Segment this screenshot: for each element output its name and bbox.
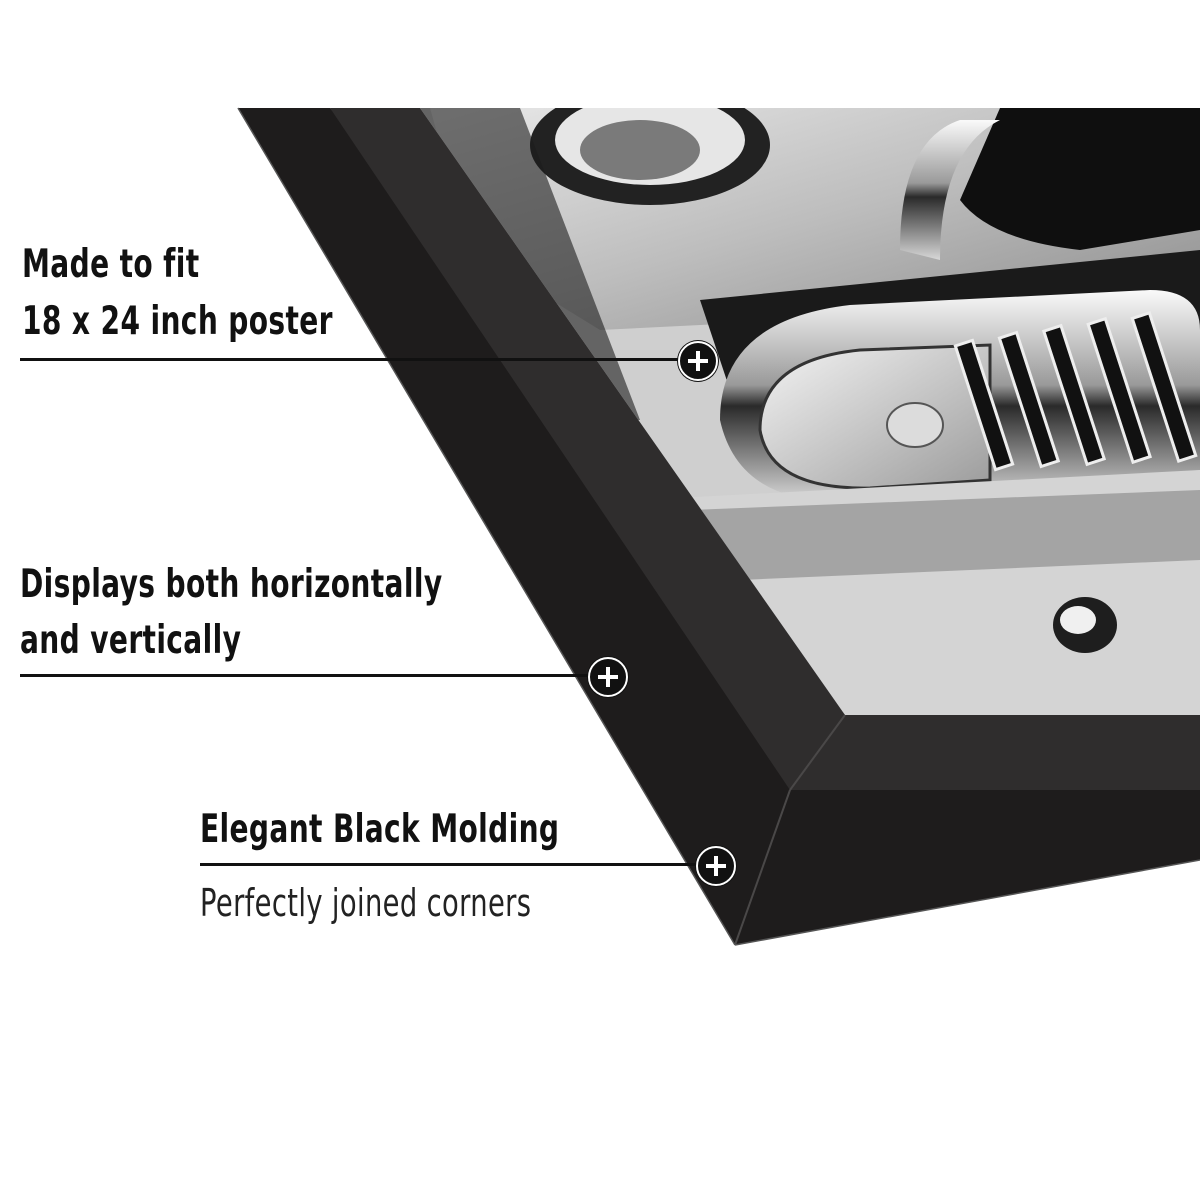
callout-fit-leader-line [20,358,700,361]
callout-orientation-line2: and vertically [20,618,242,663]
plus-marker-icon[interactable] [678,341,718,381]
callout-orientation-leader-line [20,674,610,677]
callout-molding-subtitle: Perfectly joined corners [200,881,532,925]
plus-marker-icon[interactable] [696,846,736,886]
callout-molding-title: Elegant Black Molding [200,807,560,852]
black-frame-molding [237,107,1200,946]
plus-marker-icon[interactable] [588,657,628,697]
poster-photo [420,108,1200,715]
callout-fit-line2: 18 x 24 inch poster [22,299,333,344]
callout-orientation-line1: Displays both horizontally [20,562,443,607]
callout-molding-leader-line [200,863,720,866]
callout-fit-line1: Made to fit [22,242,200,287]
